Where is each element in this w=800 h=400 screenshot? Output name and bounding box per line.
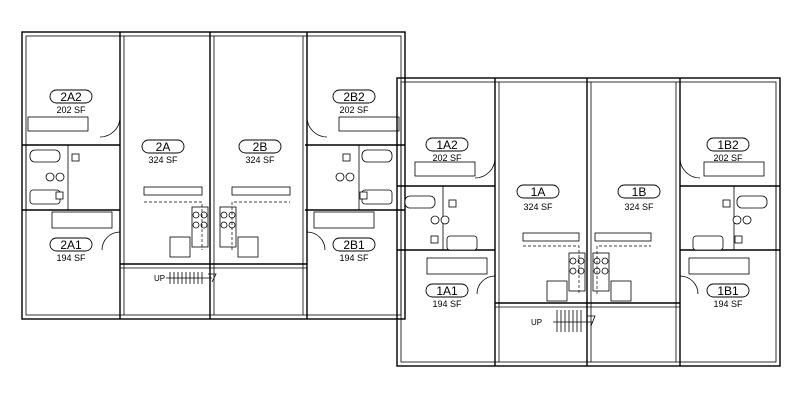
unit-id: 2A2 [60, 90, 82, 104]
stair-2 [166, 272, 217, 284]
unit-id: 2A1 [60, 238, 82, 252]
stair-up-label: UP [154, 274, 165, 283]
unit-area: 202 SF [339, 105, 369, 115]
unit-tag-1b: 1B 324 SF [617, 184, 661, 212]
unit-tag-1a1: 1A1 194 SF [425, 283, 469, 309]
unit-tag-2b1: 2B1 194 SF [332, 237, 376, 263]
unit-tag-1b2: 1B2 202 SF [706, 137, 750, 163]
unit-area: 194 SF [56, 253, 86, 263]
unit-id: 2A [156, 140, 171, 154]
unit-id: 1B1 [717, 284, 739, 298]
unit-id: 1A [531, 185, 546, 199]
unit-area: 324 SF [148, 155, 178, 165]
unit-tag-2b2: 2B2 202 SF [332, 89, 376, 115]
unit-area: 194 SF [713, 299, 743, 309]
unit-tag-2a1: 2A1 194 SF [49, 237, 93, 263]
stair-up-label: UP [531, 318, 542, 327]
unit-area: 202 SF [713, 153, 743, 163]
unit-area: 324 SF [624, 202, 654, 212]
building-1: UP [396, 77, 781, 367]
unit-area: 324 SF [523, 202, 553, 212]
unit-tag-1a: 1A 324 SF [516, 184, 560, 212]
unit-area: 194 SF [339, 253, 369, 263]
unit-tag-1b1: 1B1 194 SF [706, 283, 750, 309]
unit-tag-2a: 2A 324 SF [141, 139, 185, 165]
unit-id: 1B [632, 185, 647, 199]
unit-area: 202 SF [432, 153, 462, 163]
unit-id: 2B2 [343, 90, 365, 104]
stair-1 [553, 310, 596, 332]
unit-id: 2B [253, 140, 268, 154]
unit-id: 1B2 [717, 138, 739, 152]
unit-area: 324 SF [245, 155, 275, 165]
building-2: UP [21, 31, 406, 320]
unit-id: 2B1 [343, 238, 365, 252]
unit-area: 202 SF [56, 105, 86, 115]
unit-area: 194 SF [432, 299, 462, 309]
unit-id: 1A2 [436, 138, 458, 152]
unit-tag-2b: 2B 324 SF [238, 139, 282, 165]
unit-tag-2a2: 2A2 202 SF [49, 89, 93, 115]
unit-id: 1A1 [436, 284, 458, 298]
unit-tag-1a2: 1A2 202 SF [425, 137, 469, 163]
